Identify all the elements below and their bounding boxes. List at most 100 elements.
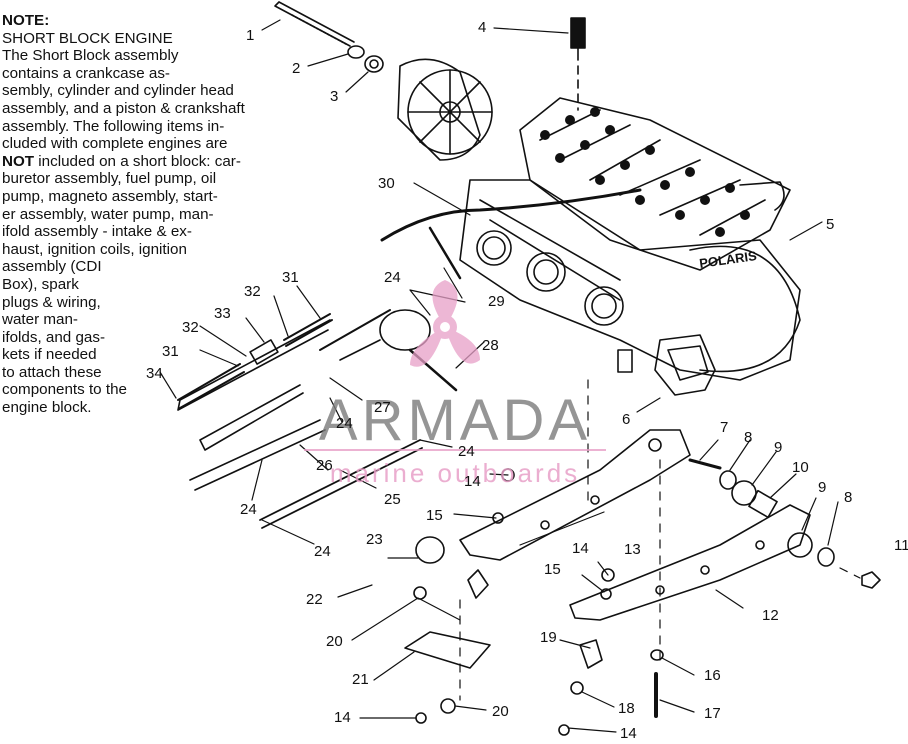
part-23-knob <box>415 536 445 564</box>
note-line: sembly, cylinder and cylinder head <box>2 82 234 100</box>
part-19-sensor <box>467 569 603 669</box>
callout-19: 19 <box>540 629 557 646</box>
callout-14d: 14 <box>620 725 637 739</box>
part-11-nut <box>861 571 881 589</box>
part-20-washer-b <box>440 698 456 714</box>
note-line: assembly. The following items in- <box>2 117 225 135</box>
note-line: engine block. <box>2 399 92 417</box>
cylinder-head <box>519 97 791 271</box>
part-21-bracket <box>404 631 491 669</box>
callout-17: 17 <box>704 705 721 722</box>
callout-34: 34 <box>146 365 163 382</box>
callout-31b: 31 <box>162 343 179 360</box>
part-1-bolt <box>274 1 355 47</box>
callout-15b: 15 <box>544 561 561 578</box>
piston <box>339 309 431 361</box>
callout-18: 18 <box>618 700 635 717</box>
note-line: to attach these <box>2 363 102 381</box>
leader-lines <box>159 19 839 733</box>
callout-5: 5 <box>826 216 834 233</box>
part-12-bracket <box>569 504 811 621</box>
callout-23: 23 <box>366 531 383 548</box>
watermark-tagline: marine outboards <box>330 458 580 488</box>
note-line: buretor assembly, fuel pump, oil <box>2 170 217 188</box>
callout-1: 1 <box>246 27 254 44</box>
callout-7: 7 <box>720 419 728 436</box>
callout-25: 25 <box>384 491 401 508</box>
nuts-and-washers <box>415 468 615 736</box>
note-line: plugs & wiring, <box>2 293 101 311</box>
callout-28: 28 <box>482 337 499 354</box>
callout-31a: 31 <box>282 269 299 286</box>
part-8-washer-b <box>817 547 835 567</box>
part-31-33-rods <box>177 313 333 409</box>
part-9-rubber-mount-b <box>787 532 813 558</box>
callout-30: 30 <box>378 175 395 192</box>
callout-24d: 24 <box>240 501 257 518</box>
callout-33: 33 <box>214 305 231 322</box>
watermark: ARMADA marine outboards <box>304 280 606 488</box>
callout-14b: 14 <box>572 540 589 557</box>
part-30-cable <box>380 188 642 242</box>
note-not-word: NOT <box>2 152 35 170</box>
callout-24e: 24 <box>314 543 331 560</box>
callout-2: 2 <box>292 60 300 77</box>
callout-9a: 9 <box>774 439 782 456</box>
part-6-bracket <box>617 334 716 396</box>
note-line: pump, magneto assembly, start- <box>2 187 218 205</box>
callout-11: 11 <box>894 537 908 554</box>
note-heading: NOTE: <box>2 12 50 29</box>
callout-29: 29 <box>488 293 505 310</box>
note-not-rest: included on a short block: car- <box>34 152 241 170</box>
part-3-bushing <box>364 55 384 73</box>
note-line: kets if needed <box>2 346 97 364</box>
note-line: contains a crankcase as- <box>2 64 170 82</box>
callout-32a: 32 <box>244 283 261 300</box>
part-29-bolt <box>428 226 462 280</box>
callout-4: 4 <box>478 19 486 36</box>
watermark-brand: ARMADA <box>319 388 591 453</box>
callout-8a: 8 <box>744 429 752 446</box>
callout-32b: 32 <box>182 319 199 336</box>
fan-housing <box>397 58 493 161</box>
callout-3: 3 <box>330 88 338 105</box>
note-line: Box), spark <box>2 275 79 293</box>
note-line: assembly (CDI <box>2 258 102 276</box>
part-7-bolt <box>688 458 722 470</box>
part-4-spark-plug <box>570 17 586 111</box>
callout-24c: 24 <box>458 443 475 460</box>
note-line: er assembly, water pump, man- <box>2 205 214 223</box>
note-line: assembly, and a piston & crankshaft <box>2 99 245 117</box>
callout-14c: 14 <box>334 709 351 726</box>
alignment-lines <box>459 379 861 701</box>
note-line: The Short Block assembly <box>2 47 179 65</box>
part-10-spacer <box>748 489 778 519</box>
watermark-propeller-icon <box>410 280 480 367</box>
callout-24b: 24 <box>336 415 353 432</box>
callout-9b: 9 <box>818 479 826 496</box>
note-line: water man- <box>2 311 78 329</box>
part-13-bracket <box>459 429 691 561</box>
note-line: haust, ignition coils, ignition <box>2 240 187 258</box>
callout-6: 6 <box>622 411 630 428</box>
callout-8b: 8 <box>844 489 852 506</box>
left-rods <box>177 309 423 529</box>
callout-26: 26 <box>316 457 333 474</box>
callout-21: 21 <box>352 671 369 688</box>
callout-12: 12 <box>762 607 779 624</box>
part-20-washer <box>413 586 427 600</box>
intake-sockets <box>476 230 624 326</box>
callout-27: 27 <box>374 399 391 416</box>
callout-13: 13 <box>624 541 641 558</box>
part-8-washer <box>719 470 737 490</box>
crankcase <box>459 179 801 381</box>
note-line: components to the <box>2 381 127 399</box>
callout-14a: 14 <box>464 473 481 490</box>
engine-brand-label: POLARIS <box>698 248 758 271</box>
callout-16: 16 <box>704 667 721 684</box>
callout-20b: 20 <box>492 703 509 720</box>
note-line: cluded with complete engines are <box>2 135 228 153</box>
short-block-note: NOTE: SHORT BLOCK ENGINE The Short Block… <box>2 12 292 417</box>
